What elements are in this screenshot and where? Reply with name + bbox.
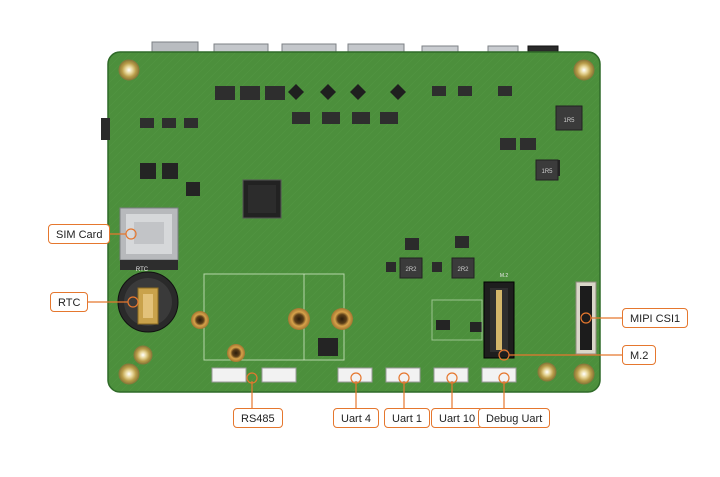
callout-uart1: Uart 1 [384, 408, 430, 428]
svg-text:M.2: M.2 [500, 273, 509, 279]
callout-uart4: Uart 4 [333, 408, 379, 428]
inductor-1r5-mid: 1R5 [535, 159, 559, 181]
callout-sim-card: SIM Card [48, 224, 111, 244]
rtc-battery-holder: RTC [117, 267, 179, 333]
inductor-2r2-b: 2R2 [451, 257, 475, 279]
svg-text:2R2: 2R2 [457, 267, 469, 273]
upper-component-area [140, 84, 536, 150]
svg-text:2R2: 2R2 [405, 267, 417, 273]
inductor-2r2-a: 2R2 [399, 257, 423, 279]
sim-card-slot [119, 207, 179, 270]
callout-rs485: RS485 [233, 408, 283, 428]
svg-text:RTC: RTC [136, 267, 149, 273]
callout-debug-uart: Debug Uart [478, 408, 551, 428]
uart-connectors [337, 367, 517, 383]
callout-uart10: Uart 10 [431, 408, 484, 428]
m2-slot: M.2 [483, 273, 515, 359]
soc-chip [242, 179, 282, 219]
svg-text:1R5: 1R5 [563, 118, 575, 124]
mounting-holes [118, 59, 595, 385]
callout-rtc: RTC [50, 292, 89, 312]
capacitor-cluster [386, 236, 469, 272]
svg-text:1R5: 1R5 [541, 169, 553, 175]
pcb-board [101, 51, 601, 393]
standoffs [191, 308, 353, 362]
rs485-connectors [211, 367, 297, 383]
inductor-1r5-top: 1R5 [555, 105, 583, 131]
callout-leaders [86, 228, 622, 408]
mipi-csi-connector [575, 281, 597, 355]
small-ic-packages [140, 160, 560, 356]
callout-mipi-csi1: MIPI CSI1 [622, 308, 689, 328]
callout-m2: M.2 [622, 345, 657, 365]
